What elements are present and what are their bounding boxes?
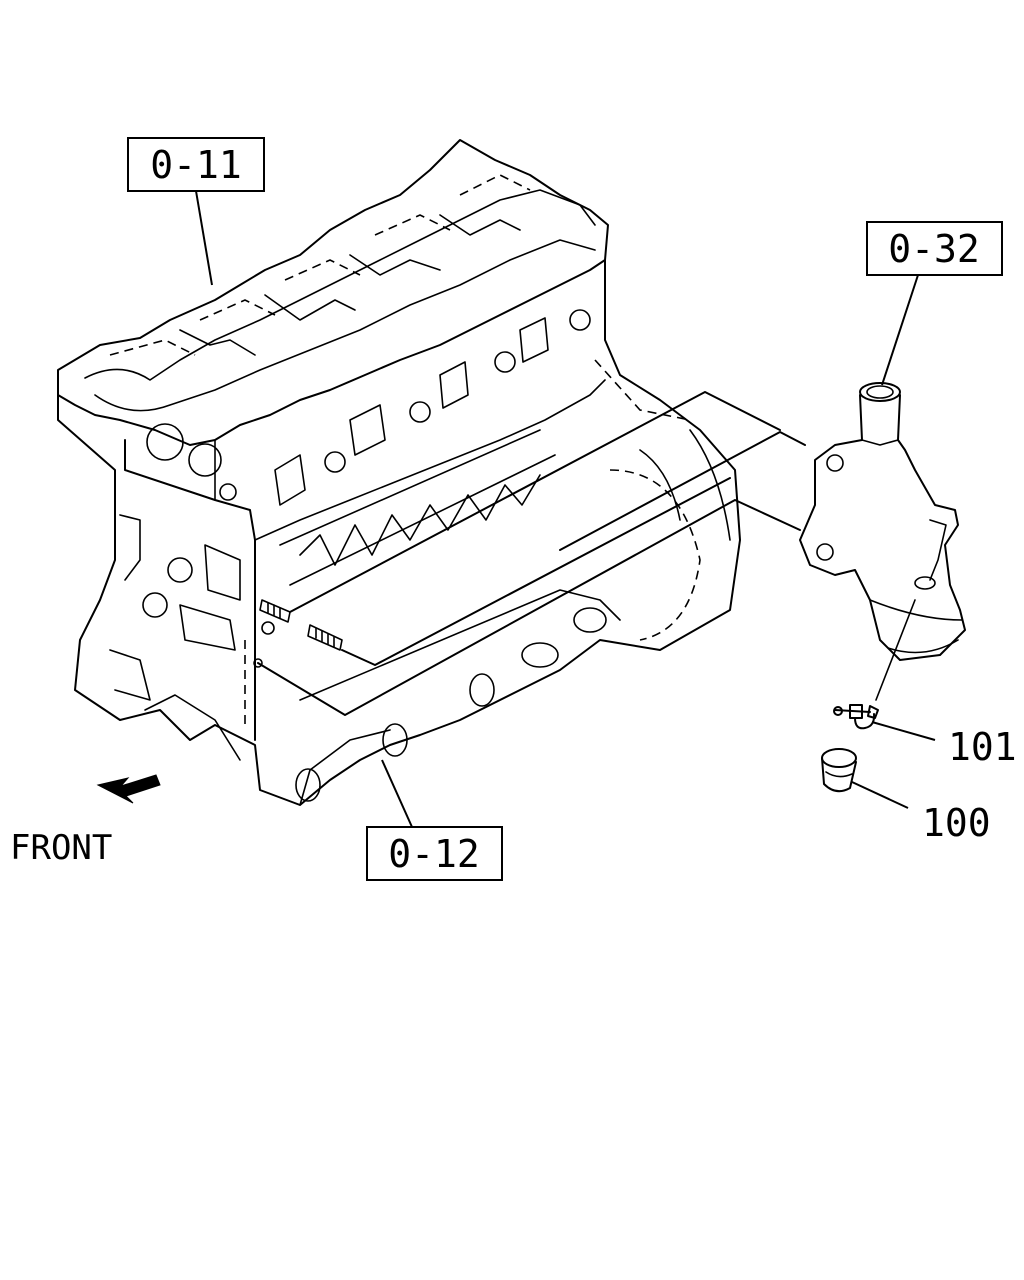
stud-upper <box>259 599 291 623</box>
callout-part-101[interactable]: 101 <box>948 725 1017 769</box>
water-pump-housing-illustration <box>799 382 966 701</box>
ref-label-cylinder-block: 0-12 <box>388 832 480 876</box>
hose-part <box>821 748 857 793</box>
callout-number-101: 101 <box>948 725 1017 769</box>
ref-box-water-pump[interactable]: 0-32 <box>866 221 1003 276</box>
arrow-front-icon <box>96 774 161 804</box>
callout-number-100: 100 <box>922 801 991 845</box>
callout-part-100[interactable]: 100 <box>922 801 991 845</box>
front-label: FRONT <box>10 828 112 868</box>
leader-part-101 <box>871 721 936 741</box>
ref-label-water-pump: 0-32 <box>888 227 980 271</box>
ref-box-cylinder-head[interactable]: 0-11 <box>127 137 265 192</box>
leader-part-100 <box>851 781 909 809</box>
ref-box-cylinder-block[interactable]: 0-12 <box>366 826 503 881</box>
leader-water-pump <box>881 274 919 386</box>
hose-clamp-part <box>833 704 879 730</box>
leader-cylinder-block <box>381 759 413 828</box>
engine-block-illustration <box>57 139 806 806</box>
leader-cylinder-head <box>195 190 213 286</box>
ref-label-cylinder-head: 0-11 <box>150 143 242 187</box>
stud-lower <box>307 624 343 651</box>
